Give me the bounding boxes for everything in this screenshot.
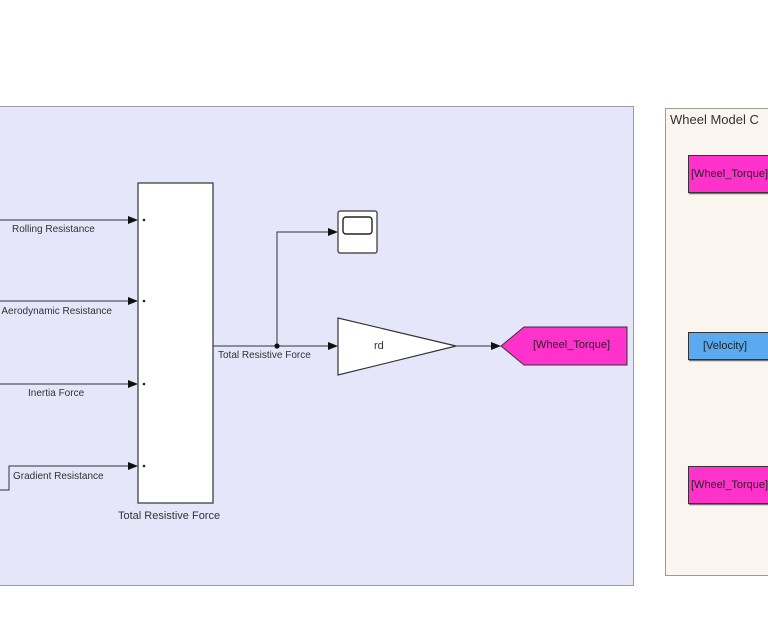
signal-label-gradient: Gradient Resistance [13, 471, 104, 482]
from-block-wheel-torque-2[interactable]: [Wheel_Torque] [688, 466, 768, 504]
branch-point [274, 343, 280, 349]
sum-block-label: Total Resistive Force [118, 510, 221, 522]
signal-label-rolling: Rolling Resistance [12, 224, 95, 235]
goto-block-shape[interactable] [500, 326, 628, 366]
scope-screen-icon [342, 216, 373, 235]
goto-tag-label: [Wheel_Torque] [533, 339, 611, 351]
gain-block[interactable] [337, 317, 457, 376]
sum-port-1 [142, 218, 146, 222]
gain-value: rd [374, 340, 384, 352]
signal-line-gradient[interactable] [0, 462, 138, 491]
branch-line-to-scope[interactable] [276, 228, 338, 346]
from-tag-label: [Wheel_Torque] [691, 168, 768, 180]
from-block-velocity[interactable]: [Velocity] [688, 332, 768, 360]
from-block-wheel-torque-1[interactable]: [Wheel_Torque] [688, 155, 768, 193]
wheel-model-area-title: Wheel Model C [670, 112, 759, 127]
from-tag-label: [Velocity] [703, 340, 748, 352]
from-tag-label: [Wheel_Torque] [691, 479, 768, 491]
sum-port-4 [142, 464, 146, 468]
signal-label-inertia: Inertia Force [28, 388, 85, 399]
sum-port-2 [142, 299, 146, 303]
sum-port-3 [142, 382, 146, 386]
signal-label-aerodynamic: Aerodynamic Resistance [1, 306, 112, 317]
output-signal-label: Total Resistive Force [218, 350, 311, 361]
sum-block[interactable] [137, 182, 214, 504]
